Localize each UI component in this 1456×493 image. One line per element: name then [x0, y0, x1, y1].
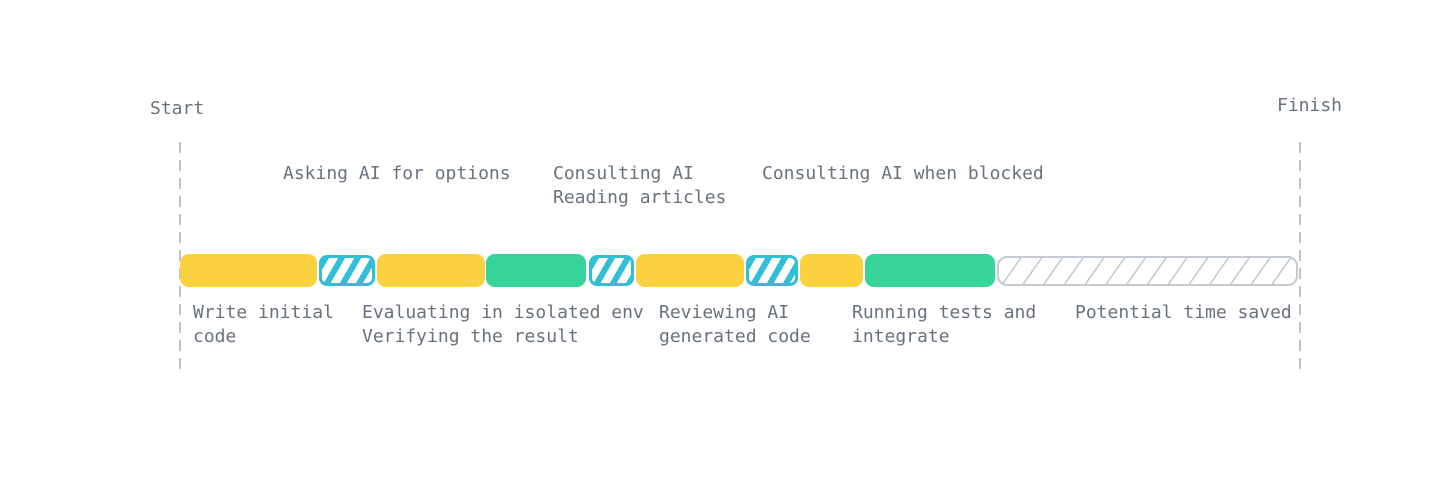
annotation-above: Consulting AI Reading articles: [553, 163, 727, 208]
timeline-segment-solid-green: [865, 254, 995, 287]
timeline-segment-hatched-cyan: [589, 255, 634, 286]
timeline-segment-hatched-gray: [997, 256, 1298, 286]
annotation-below: Write initial code: [193, 302, 334, 347]
annotation-below: Reviewing AI generated code: [659, 302, 811, 347]
annotation-above: Asking AI for options: [283, 163, 511, 184]
finish-dashed-line: [1299, 142, 1301, 375]
timeline-segment-hatched-cyan: [746, 255, 798, 286]
annotation-below: Running tests and integrate: [852, 302, 1037, 347]
annotation-above: Consulting AI when blocked: [762, 163, 1044, 184]
timeline-segment-hatched-cyan: [319, 255, 375, 286]
annotation-below: Potential time saved: [1075, 302, 1292, 323]
timeline-bar: [180, 254, 1298, 287]
finish-label: Finish: [1277, 95, 1343, 116]
timeline-segment-solid-yellow: [800, 254, 863, 287]
start-label: Start: [150, 98, 205, 119]
timeline-segment-solid-yellow: [180, 254, 317, 287]
timeline-segment-solid-green: [486, 254, 586, 287]
timeline-segment-solid-yellow: [377, 254, 485, 287]
annotation-below: Evaluating in isolated env Verifying the…: [362, 302, 644, 347]
timeline-segment-solid-yellow: [636, 254, 744, 287]
